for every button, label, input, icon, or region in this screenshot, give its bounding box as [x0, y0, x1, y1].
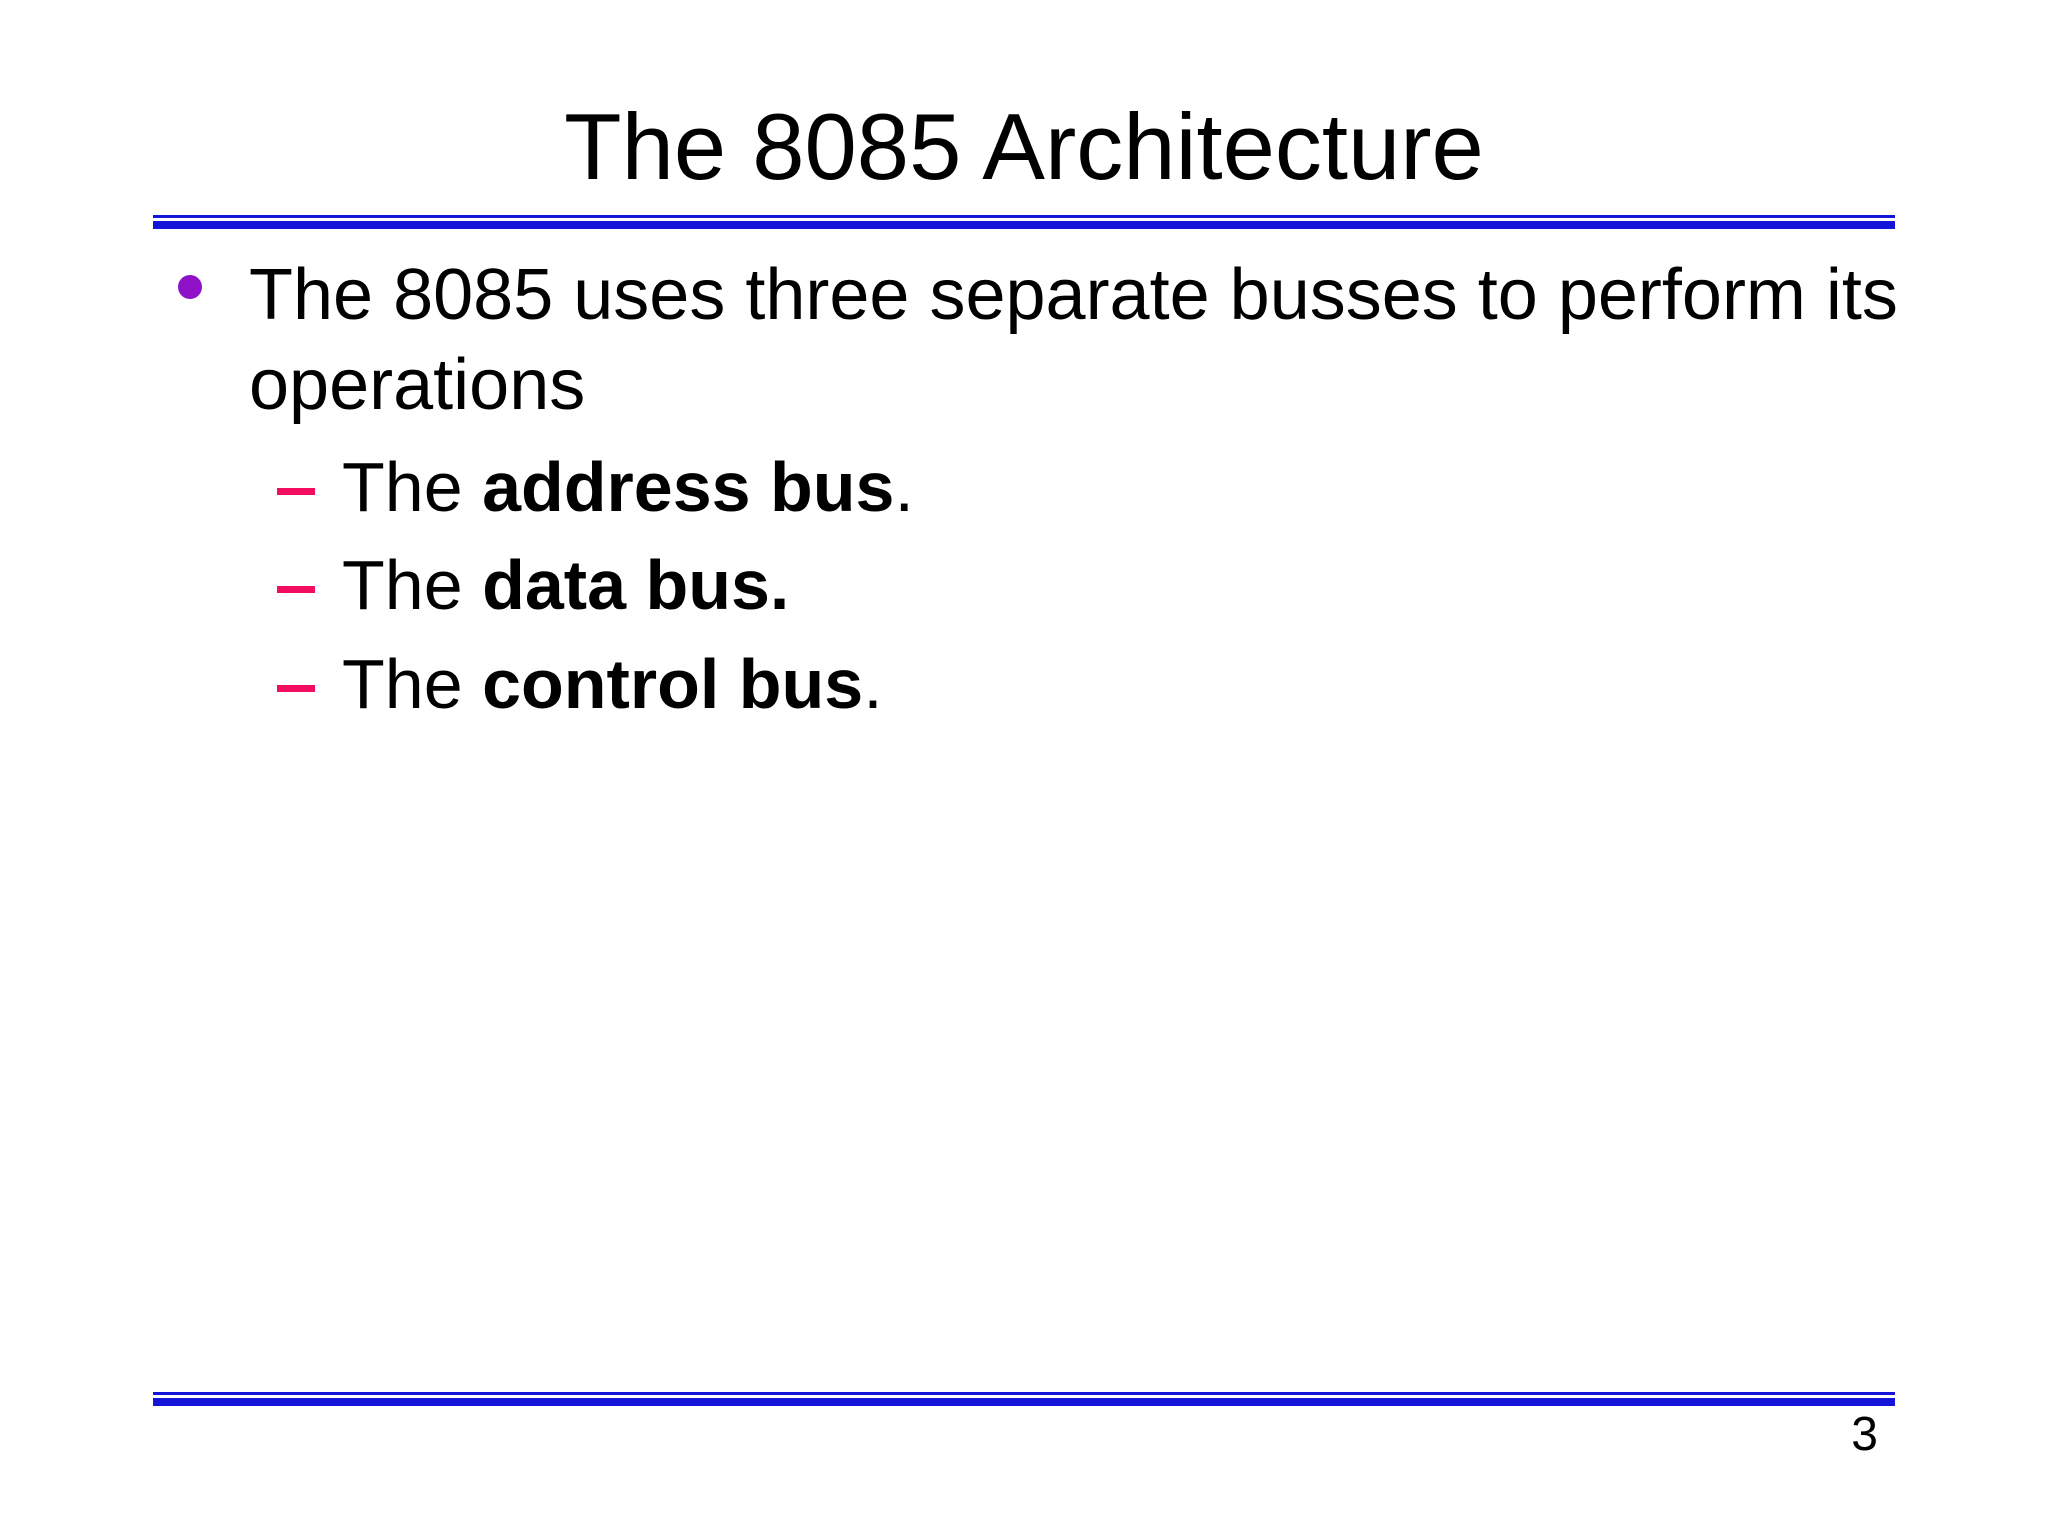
- dash-icon: [277, 488, 315, 495]
- sub-bullet-text: The address bus.: [342, 447, 914, 527]
- slide-title: The 8085 Architecture: [564, 94, 1484, 199]
- rule-thick-line: [153, 1398, 1895, 1406]
- footer-separator-rule: [153, 1392, 1895, 1406]
- sub-text-prefix: The: [342, 645, 483, 723]
- bullet-text: The 8085 uses three separate busses to p…: [249, 255, 1898, 425]
- sub-text-suffix: .: [863, 645, 883, 723]
- dash-icon: [277, 685, 315, 692]
- dash-icon: [277, 586, 315, 593]
- rule-thick-line: [153, 221, 1895, 229]
- sub-text-bold: data bus.: [482, 546, 790, 624]
- sub-bullet-text: The data bus.: [342, 545, 789, 625]
- sub-text-prefix: The: [342, 448, 483, 526]
- sub-text-bold: control bus: [482, 645, 864, 723]
- rule-thin-line: [153, 1392, 1895, 1395]
- sub-text-suffix: .: [894, 448, 914, 526]
- sub-text-bold: address bus: [482, 448, 895, 526]
- sub-bullet-data-bus: The data bus.: [277, 545, 789, 625]
- sub-text-prefix: The: [342, 546, 483, 624]
- sub-bullet-control-bus: The control bus.: [277, 644, 883, 724]
- sub-bullet-text: The control bus.: [342, 644, 883, 724]
- rule-thin-line: [153, 215, 1895, 218]
- sub-bullet-address-bus: The address bus.: [277, 447, 914, 527]
- page-number: 3: [1851, 1408, 1878, 1461]
- bullet-dot-icon: [178, 275, 202, 299]
- title-separator-rule: [153, 215, 1895, 229]
